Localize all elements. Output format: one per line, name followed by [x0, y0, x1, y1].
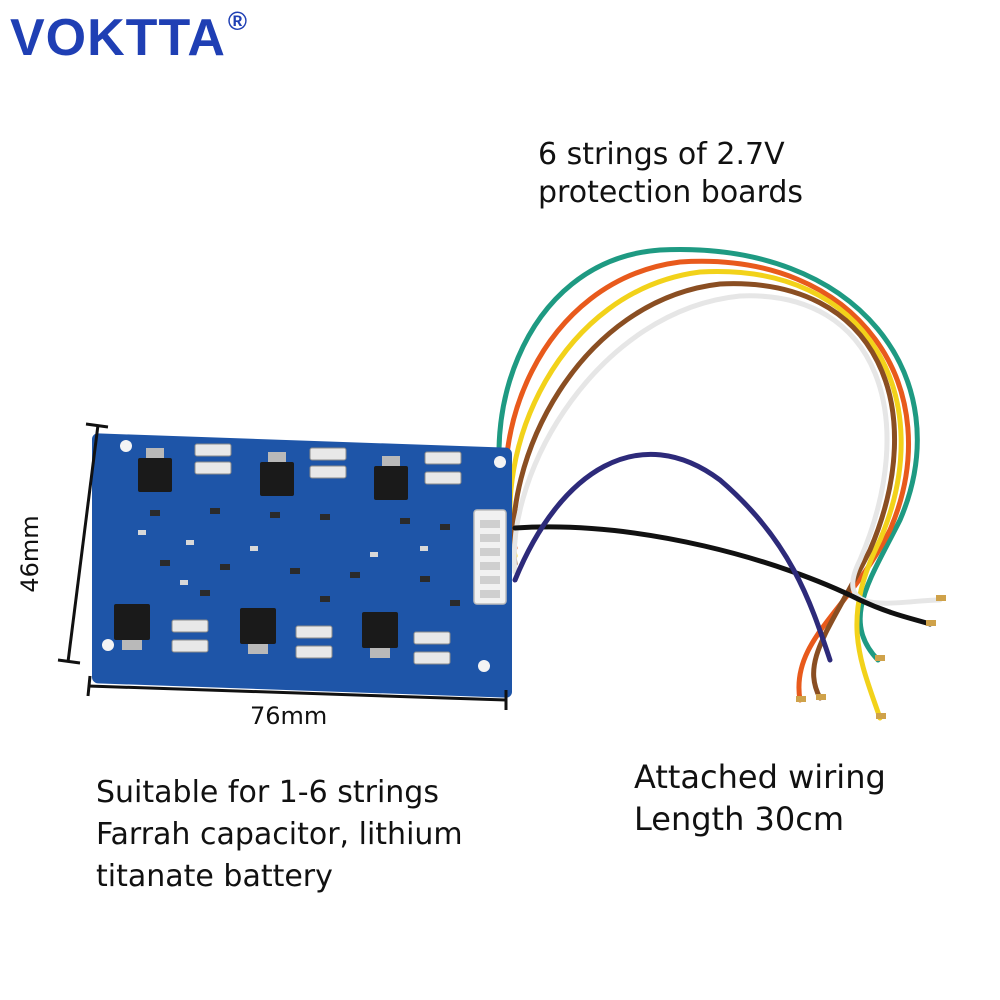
suitability-line-1: Suitable for 1-6 strings — [96, 775, 439, 810]
suitability-line-2: Farrah capacitor, lithium — [96, 817, 463, 852]
dimension-lines — [57, 422, 508, 710]
wiring-line-1: Attached wiring — [634, 758, 886, 796]
title-line-1: 6 strings of 2.7V — [538, 137, 785, 172]
wiring-caption: Attached wiring Length 30cm — [634, 756, 886, 840]
brand-logo: VOKTTA® — [10, 6, 249, 68]
registered-mark: ® — [227, 6, 249, 36]
wiring-line-2: Length 30cm — [634, 800, 845, 838]
wire-tips — [796, 595, 946, 719]
height-dimension-label: 46mm — [16, 515, 44, 593]
wire-bundle — [496, 247, 943, 721]
title-line-2: protection boards — [538, 175, 804, 210]
wire-teal — [496, 247, 920, 663]
pcb-board — [92, 433, 512, 698]
width-dimension-label: 76mm — [250, 702, 328, 730]
suitability-line-3: titanate battery — [96, 859, 333, 894]
suitability-caption: Suitable for 1-6 strings Farrah capacito… — [96, 772, 463, 898]
wire-brown — [510, 281, 898, 701]
brand-name: VOKTTA — [10, 9, 226, 67]
wire-yellow — [507, 269, 904, 721]
wire-navy — [512, 451, 833, 663]
wire-black — [512, 524, 933, 627]
product-title: 6 strings of 2.7V protection boards — [538, 136, 803, 212]
wire-orange — [502, 258, 911, 703]
